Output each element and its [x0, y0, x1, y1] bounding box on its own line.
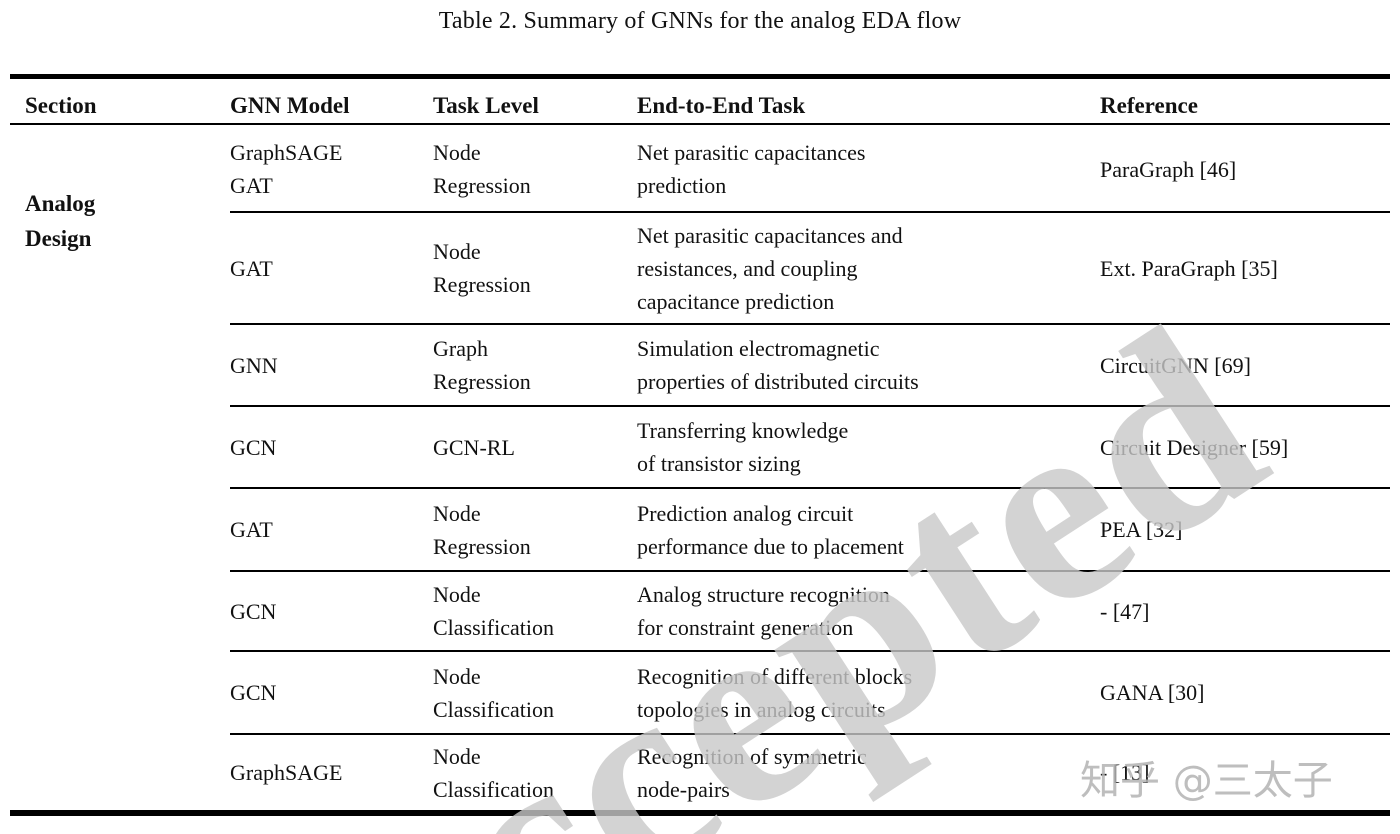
cell-gnn-model: GCN [230, 434, 277, 460]
cell-reference: CircuitGNN [69] [1100, 352, 1251, 378]
column-header-task-level: Task Level [433, 93, 539, 118]
cell-reference: - [13] [1100, 760, 1150, 785]
table-row: GNN Graph Regression Simulation electrom… [0, 325, 1400, 405]
cell-end-to-end-task: Analog structure recognition for constra… [637, 582, 890, 640]
cell-end-to-end-task: Recognition of different blocks topologi… [637, 663, 913, 722]
cell-gnn-model: GNN [230, 352, 278, 378]
cell-end-to-end-task: Simulation electromagnetic properties of… [637, 336, 919, 394]
cell-end-to-end-task: Net parasitic capacitances prediction [637, 140, 866, 198]
column-header-section: Section [25, 93, 97, 118]
cell-reference: PEA [32] [1100, 517, 1183, 542]
table-row: GCN Node Classification Analog structure… [0, 572, 1400, 650]
row-separator [230, 570, 1390, 572]
row-separator [230, 405, 1390, 407]
cell-task-level: Node Regression [433, 140, 531, 198]
header-rule [10, 123, 1390, 125]
cell-gnn-model: GraphSAGE GAT [230, 140, 343, 198]
cell-gnn-model: GCN [230, 680, 277, 705]
table-row: GCN GCN-RL Transferring knowledge of tra… [0, 407, 1400, 487]
row-separator [230, 733, 1390, 735]
row-separator [230, 487, 1390, 489]
table-top-rule [10, 74, 1390, 79]
cell-end-to-end-task: Recognition of symmetric node-pairs [637, 743, 867, 802]
cell-gnn-model: GraphSAGE [230, 760, 343, 785]
cell-reference: ParaGraph [46] [1100, 156, 1237, 182]
cell-task-level: GCN-RL [433, 434, 515, 460]
row-separator [230, 323, 1390, 325]
section-label-analog-design: Analog Design [25, 191, 96, 251]
table-row: GCN Node Classification Recognition of d… [0, 652, 1400, 733]
table-row: GAT Node Regression Net parasitic capaci… [0, 213, 1400, 323]
table-caption: Table 2. Summary of GNNs for the analog … [438, 8, 962, 34]
cell-reference: GANA [30] [1100, 680, 1205, 705]
cell-gnn-model: GAT [230, 517, 273, 542]
cell-task-level: Node Regression [433, 500, 531, 559]
table-row: GraphSAGE Node Classification Recognitio… [0, 735, 1400, 810]
cell-task-level: Graph Regression [433, 336, 531, 394]
table-row: GraphSAGE GAT Node Regression Net parasi… [0, 126, 1400, 212]
cell-gnn-model: GCN [230, 598, 277, 624]
row-separator [230, 211, 1390, 213]
cell-task-level: Node Regression [433, 239, 531, 297]
cell-reference: - [47] [1100, 598, 1150, 624]
cell-reference: Circuit Designer [59] [1100, 434, 1289, 460]
table-row: GAT Node Regression Prediction analog ci… [0, 489, 1400, 570]
table-bottom-rule [10, 810, 1390, 816]
cell-end-to-end-task: Prediction analog circuit performance du… [637, 500, 904, 559]
cell-end-to-end-task: Net parasitic capacitances and resistanc… [637, 222, 903, 314]
column-header-reference: Reference [1100, 93, 1198, 118]
cell-task-level: Node Classification [433, 743, 554, 802]
cell-gnn-model: GAT [230, 255, 273, 281]
column-header-gnn-model: GNN Model [230, 93, 350, 118]
cell-task-level: Node Classification [433, 663, 554, 722]
cell-end-to-end-task: Transferring knowledge of transistor siz… [637, 418, 849, 476]
cell-reference: Ext. ParaGraph [35] [1100, 255, 1278, 281]
row-separator [230, 650, 1390, 652]
cell-task-level: Node Classification [433, 582, 554, 640]
column-header-end-to-end-task: End-to-End Task [637, 93, 806, 118]
